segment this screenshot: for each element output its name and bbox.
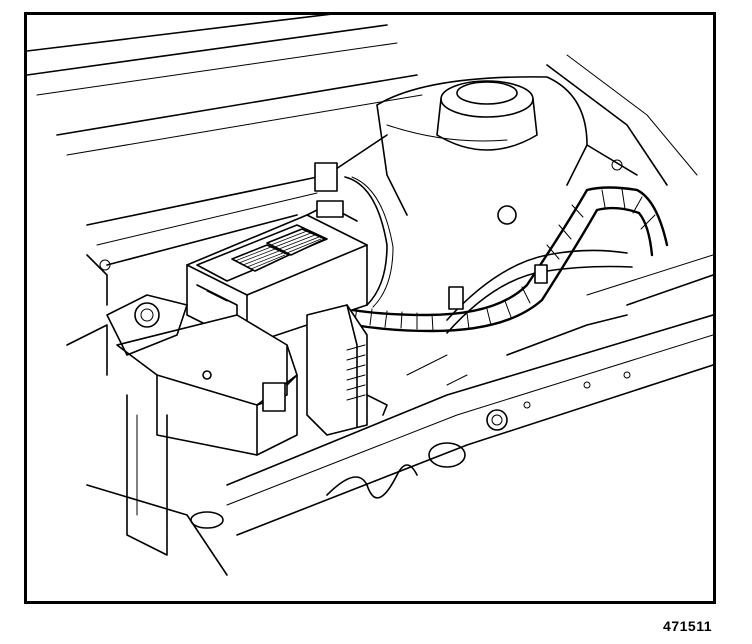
frame-rail <box>66 254 298 576</box>
wiring-harness <box>314 162 669 334</box>
illustration-frame <box>24 12 716 604</box>
front-apron <box>226 254 713 536</box>
engine-compartment-illustration <box>27 15 713 576</box>
strut-tower <box>376 54 698 225</box>
figure-id-label: 471511 <box>663 618 712 634</box>
hood-edge-lines <box>27 15 423 266</box>
